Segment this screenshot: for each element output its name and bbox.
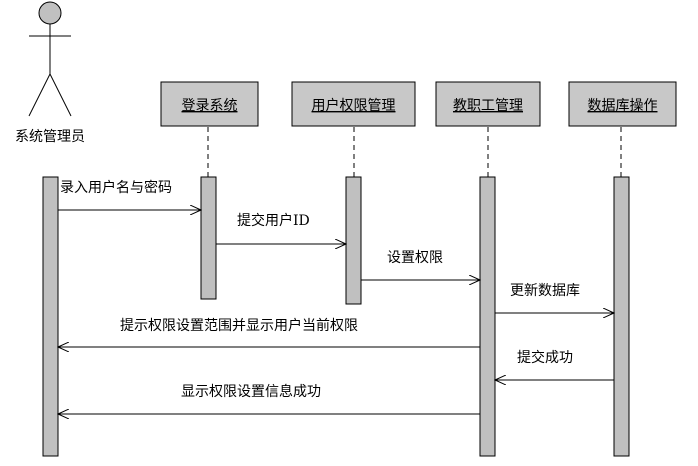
message-label-2: 提交用户ID <box>237 212 310 229</box>
stick-figure-icon <box>28 1 72 117</box>
activation-db <box>613 176 630 457</box>
participant-label-perm: 用户权限管理 <box>312 97 396 114</box>
activation-staff <box>479 176 496 457</box>
participant-staff: 教职工管理 <box>435 81 541 127</box>
participant-login: 登录系统 <box>160 81 259 127</box>
actor-label: 系统管理员 <box>15 129 85 145</box>
activation-login <box>200 176 217 300</box>
activations <box>42 176 630 457</box>
message-label-6: 提交成功 <box>517 349 573 366</box>
participant-perm: 用户权限管理 <box>291 81 416 127</box>
activation-perm <box>345 176 362 305</box>
participant-db: 数据库操作 <box>568 81 677 127</box>
participant-label-login: 登录系统 <box>182 98 238 114</box>
participant-label-db: 数据库操作 <box>588 98 658 114</box>
message-arrows <box>58 210 614 414</box>
message-label-5: 提示权限设置范围并显示用户当前权限 <box>120 317 358 334</box>
actor-figure: 系统管理员 <box>15 1 85 145</box>
activation-actor <box>42 176 59 457</box>
participant-label-staff: 教职工管理 <box>453 98 523 114</box>
message-label-1: 录入用户名与密码 <box>60 179 172 196</box>
message-label-3: 设置权限 <box>387 250 443 266</box>
message-label-7: 显示权限设置信息成功 <box>181 383 321 400</box>
message-label-4: 更新数据库 <box>510 283 580 299</box>
lifelines <box>207 127 622 177</box>
